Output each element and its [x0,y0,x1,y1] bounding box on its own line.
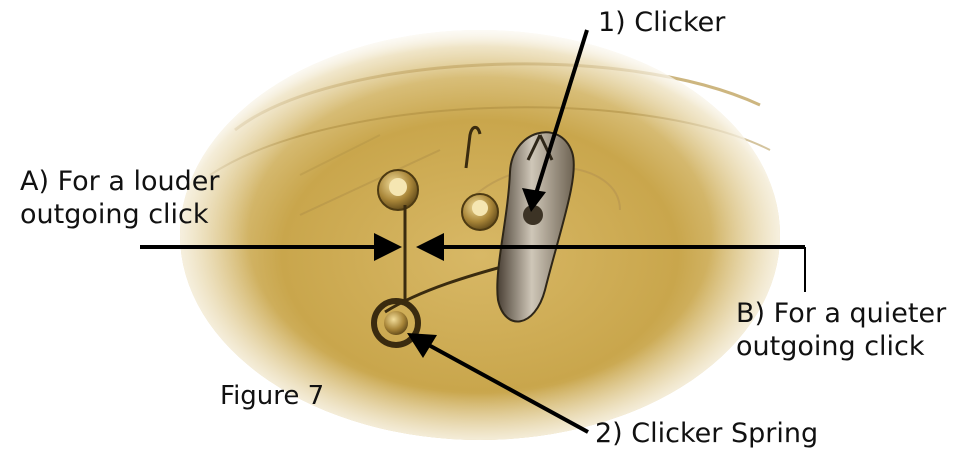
quieter-click-label: B) For a quieter outgoing click [736,297,946,363]
brass-plate-photo [180,30,780,440]
louder-click-label-line2: outgoing click [20,198,219,231]
clicker-label: 1) Clicker [598,6,725,39]
spring-post-a [378,170,418,210]
quieter-click-label-line2: outgoing click [736,330,946,363]
louder-click-label: A) For a louder outgoing click [20,165,219,231]
louder-click-label-line1: A) For a louder [20,165,219,198]
spring-post-b [462,194,498,230]
figure-caption: Figure 7 [220,380,324,413]
quieter-click-label-line1: B) For a quieter [736,297,946,330]
clicker-spring-label: 2) Clicker Spring [595,417,818,450]
